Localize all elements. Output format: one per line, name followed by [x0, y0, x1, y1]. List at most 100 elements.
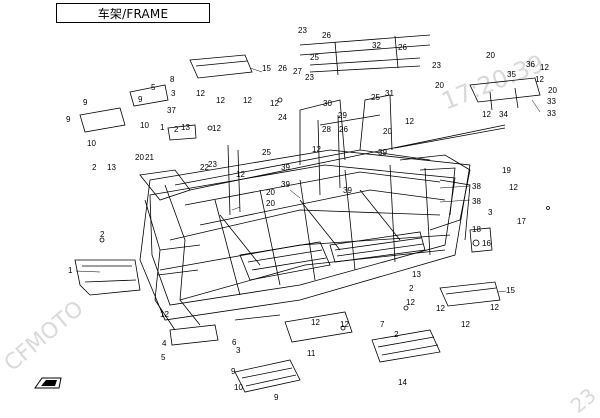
callout-label: 9 [66, 115, 71, 124]
callout-label: 2 [409, 284, 414, 293]
callout-label: 10 [234, 383, 243, 392]
watermark-brand: CFMOTO [0, 296, 89, 376]
callout-label: 18 [472, 225, 481, 234]
callout-label: 38 [472, 197, 481, 206]
callout-label: 24 [278, 113, 287, 122]
callout-label: 3 [171, 89, 176, 98]
callout-label: 39 [281, 180, 290, 189]
callout-label: 5 [151, 83, 156, 92]
callout-label: 1 [160, 123, 165, 132]
callout-label: 12 [270, 99, 279, 108]
front-direction-arrow-icon [34, 377, 62, 389]
callout-label: 29 [338, 111, 347, 120]
callout-label: 12 [160, 310, 169, 319]
callout-label: 12 [236, 170, 245, 179]
callout-label: 16 [482, 239, 491, 248]
callout-label: 39 [378, 148, 387, 157]
callout-label: 21 [145, 153, 154, 162]
callout-label: 4 [162, 339, 167, 348]
callout-label: 12 [196, 89, 205, 98]
callout-label: 7 [380, 320, 385, 329]
callout-label: 39 [343, 186, 352, 195]
callout-label: 2 [174, 125, 179, 134]
callout-label: 25 [262, 148, 271, 157]
callout-label: 5 [161, 353, 166, 362]
callout-label: 20 [135, 153, 144, 162]
callout-label: 12 [405, 117, 414, 126]
callout-label: 12 [340, 320, 349, 329]
leader-lines [75, 67, 541, 293]
callout-label: 15 [262, 64, 271, 73]
callout-label: 12 [535, 75, 544, 84]
callout-label: 33 [547, 109, 556, 118]
callout-label: 20 [266, 188, 275, 197]
callout-label: 14 [398, 378, 407, 387]
callout-label: 20 [266, 199, 275, 208]
callout-label: 12 [311, 318, 320, 327]
callout-label: 23 [298, 26, 307, 35]
callout-label: 38 [472, 182, 481, 191]
callout-label: 9 [231, 367, 236, 376]
callout-label: 11 [307, 349, 316, 358]
callout-label: 25 [310, 53, 319, 62]
callout-label: 19 [502, 166, 511, 175]
callout-label: 23 [432, 61, 441, 70]
callout-labels: 23 26 32 26 23 25 27 23 20 20 36 12 35 1… [66, 26, 557, 402]
callout-label: 13 [412, 270, 421, 279]
callout-label: 23 [305, 73, 314, 82]
callout-label: 1 [68, 266, 73, 275]
callout-label: 12 [540, 63, 549, 72]
callout-label: 36 [526, 60, 535, 69]
callout-label: 12 [461, 320, 470, 329]
callout-label: 2 [394, 330, 399, 339]
callout-label: 17 [517, 217, 526, 226]
callout-label: 3 [236, 346, 241, 355]
callout-label: 10 [140, 121, 149, 130]
watermark-fragment: 23 [566, 383, 600, 418]
callout-label: 26 [322, 31, 331, 40]
callout-label: 31 [385, 89, 394, 98]
callout-label: 23 [208, 160, 217, 169]
callout-label: 12 [509, 183, 518, 192]
callout-label: 13 [107, 163, 116, 172]
frame-assembly [74, 34, 550, 393]
callout-label: 9 [138, 95, 143, 104]
callout-label: 9 [83, 98, 88, 107]
callout-label: 9 [274, 393, 279, 402]
callout-label: 12 [406, 298, 415, 307]
callout-label: 37 [167, 106, 176, 115]
callout-label: 12 [212, 124, 221, 133]
callout-label: 2 [100, 230, 105, 239]
callout-label: 12 [312, 145, 321, 154]
callout-label: 12 [490, 303, 499, 312]
callout-label: 6 [232, 338, 237, 347]
callout-label: 15 [506, 286, 515, 295]
callout-label: 13 [181, 123, 190, 132]
callout-label: 30 [323, 99, 332, 108]
callout-label: 20 [435, 81, 444, 90]
callout-label: 3 [488, 208, 493, 217]
callout-label: 20 [486, 51, 495, 60]
callout-label: 12 [482, 110, 491, 119]
title-box: 车架/FRAME [56, 3, 210, 23]
callout-label: 33 [547, 97, 556, 106]
callout-label: 27 [293, 67, 302, 76]
callout-label: 12 [243, 96, 252, 105]
callout-label: 10 [87, 139, 96, 148]
callout-label: 25 [371, 93, 380, 102]
callout-label: 34 [499, 110, 508, 119]
callout-label: 12 [216, 96, 225, 105]
callout-label: 28 [322, 125, 331, 134]
callout-label: 22 [200, 163, 209, 172]
callout-label: 26 [339, 125, 348, 134]
callout-label: 32 [372, 41, 381, 50]
diagram-title: 车架/FRAME [97, 6, 169, 21]
callout-label: 12 [436, 304, 445, 313]
callout-label: 20 [548, 86, 557, 95]
callout-label: 39 [281, 163, 290, 172]
callout-label: 35 [507, 70, 516, 79]
callout-label: 8 [170, 75, 175, 84]
callout-label: 20 [383, 127, 392, 136]
